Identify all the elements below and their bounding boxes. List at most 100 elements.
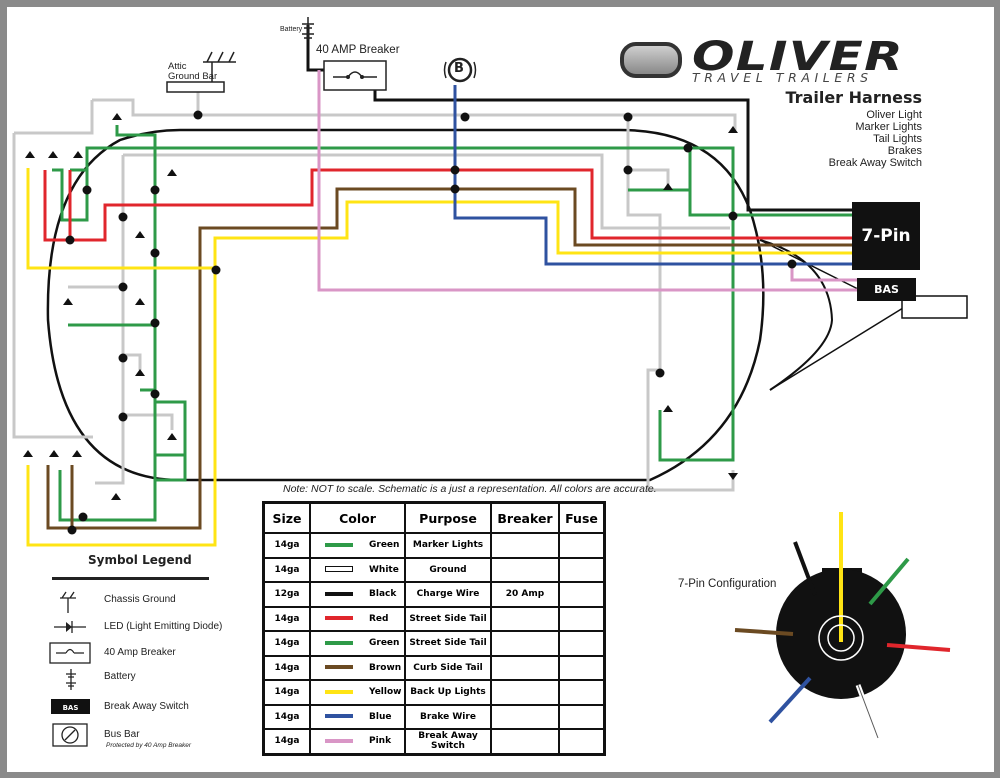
color-swatch: [325, 714, 353, 719]
white-ground-wires: [12, 90, 737, 492]
color-swatch: [325, 640, 353, 645]
title-line: Brakes: [887, 145, 922, 157]
title-line: Tail Lights: [873, 133, 922, 145]
cell-breaker: [490, 728, 560, 755]
junction-dots: [65, 110, 797, 535]
color-swatch: [325, 689, 353, 694]
header-purpose: Purpose: [404, 501, 492, 534]
cell-color: Red: [309, 605, 406, 632]
cell-fuse: [558, 679, 606, 706]
cell-size: 12ga: [262, 581, 311, 608]
legend-item-bus-bar: Bus Bar: [104, 729, 140, 740]
cell-color: Blue: [309, 703, 406, 730]
cell-breaker: [490, 654, 560, 681]
cell-fuse: [558, 556, 606, 583]
legend-item-led: LED (Light Emitting Diode): [104, 621, 223, 632]
bus-bar-icon: [447, 57, 473, 83]
pin-brown: [734, 628, 794, 636]
pink-wire: [317, 70, 857, 292]
cell-fuse: [558, 654, 606, 681]
cell-size: 14ga: [262, 605, 311, 632]
cell-size: 14ga: [262, 532, 311, 559]
red-wire: [43, 168, 852, 242]
led-icon: [23, 113, 738, 500]
chassis-ground-icon: [203, 51, 236, 82]
cell-size: 14ga: [262, 654, 311, 681]
cell-color: Green: [309, 532, 406, 559]
breaker-icon: [323, 60, 387, 91]
legend-title: Symbol Legend: [88, 553, 192, 567]
color-name: Green: [369, 540, 400, 551]
break-away-switch: BAS: [857, 278, 916, 301]
header-size: Size: [262, 501, 311, 534]
legend-item-battery: Battery: [104, 671, 136, 682]
color-name: Yellow: [369, 687, 402, 698]
cell-breaker: [490, 630, 560, 657]
legend-item-breaker: 40 Amp Breaker: [104, 647, 176, 658]
title-block: Trailer Harness Oliver Light Marker Ligh…: [786, 88, 923, 169]
cell-size: 14ga: [262, 679, 311, 706]
seven-pin-connector: 7-Pin: [852, 202, 920, 270]
wire-table-row: 14ga Pink Break Away Switch: [262, 728, 606, 755]
title-line: Oliver Light: [866, 109, 922, 121]
legend-divider: [52, 577, 209, 580]
logo-badge-icon: [620, 42, 682, 78]
battery-label: Battery: [280, 26, 303, 33]
color-name: Green: [369, 638, 400, 649]
cell-fuse: [558, 728, 606, 755]
cell-purpose: Back Up Lights: [404, 679, 492, 706]
cell-breaker: 20 Amp: [490, 581, 560, 608]
green-wires: [52, 125, 852, 522]
color-swatch: [325, 591, 353, 596]
cell-fuse: [558, 605, 606, 632]
pin-config-title: 7-Pin Configuration: [678, 578, 777, 590]
cell-breaker: [490, 532, 560, 559]
bus-bar-label: B: [454, 61, 464, 76]
cell-fuse: [558, 703, 606, 730]
cell-fuse: [558, 581, 606, 608]
header-fuse: Fuse: [558, 501, 606, 534]
wire-table-row: 14ga Green Marker Lights: [262, 532, 606, 559]
cell-purpose: Charge Wire: [404, 581, 492, 608]
wire-table-header: Size Color Purpose Breaker Fuse: [262, 501, 606, 534]
cell-color: Yellow: [309, 679, 406, 706]
cell-fuse: [558, 532, 606, 559]
pin-blue: [768, 676, 812, 724]
legend-item-bus-bar-note: Protected by 40 Amp Breaker: [106, 742, 192, 749]
cell-size: 14ga: [262, 556, 311, 583]
attic-ground-label-line: Ground Bar: [168, 71, 218, 82]
cell-color: Green: [309, 630, 406, 657]
cell-size: 14ga: [262, 728, 311, 755]
cell-purpose: Break Away Switch: [404, 728, 492, 755]
cell-color: Brown: [309, 654, 406, 681]
cell-size: 14ga: [262, 703, 311, 730]
color-name: Red: [369, 613, 389, 624]
color-swatch: [325, 738, 353, 743]
color-name: Brown: [369, 662, 402, 673]
color-name: White: [369, 564, 399, 575]
cell-breaker: [490, 679, 560, 706]
oliver-logo: OLIVER TRAVEL TRAILERS: [620, 34, 930, 85]
color-name: Pink: [369, 736, 392, 747]
breaker-label: 40 AMP Breaker: [316, 44, 400, 56]
cell-breaker: [490, 556, 560, 583]
cell-purpose: Curb Side Tail: [404, 654, 492, 681]
cell-purpose: Street Side Tail: [404, 605, 492, 632]
battery-icon: [302, 17, 314, 40]
title-line: Break Away Switch: [828, 157, 922, 169]
yellow-wire: [26, 168, 852, 547]
cell-fuse: [558, 630, 606, 657]
color-swatch: [325, 542, 353, 547]
cell-purpose: Marker Lights: [404, 532, 492, 559]
color-name: Black: [369, 589, 397, 600]
attic-ground-label: Attic Ground Bar: [168, 62, 217, 82]
seven-pin-connector-diagram: [734, 512, 951, 739]
cell-purpose: Ground: [404, 556, 492, 583]
color-swatch: [325, 616, 353, 621]
cell-purpose: Brake Wire: [404, 703, 492, 730]
